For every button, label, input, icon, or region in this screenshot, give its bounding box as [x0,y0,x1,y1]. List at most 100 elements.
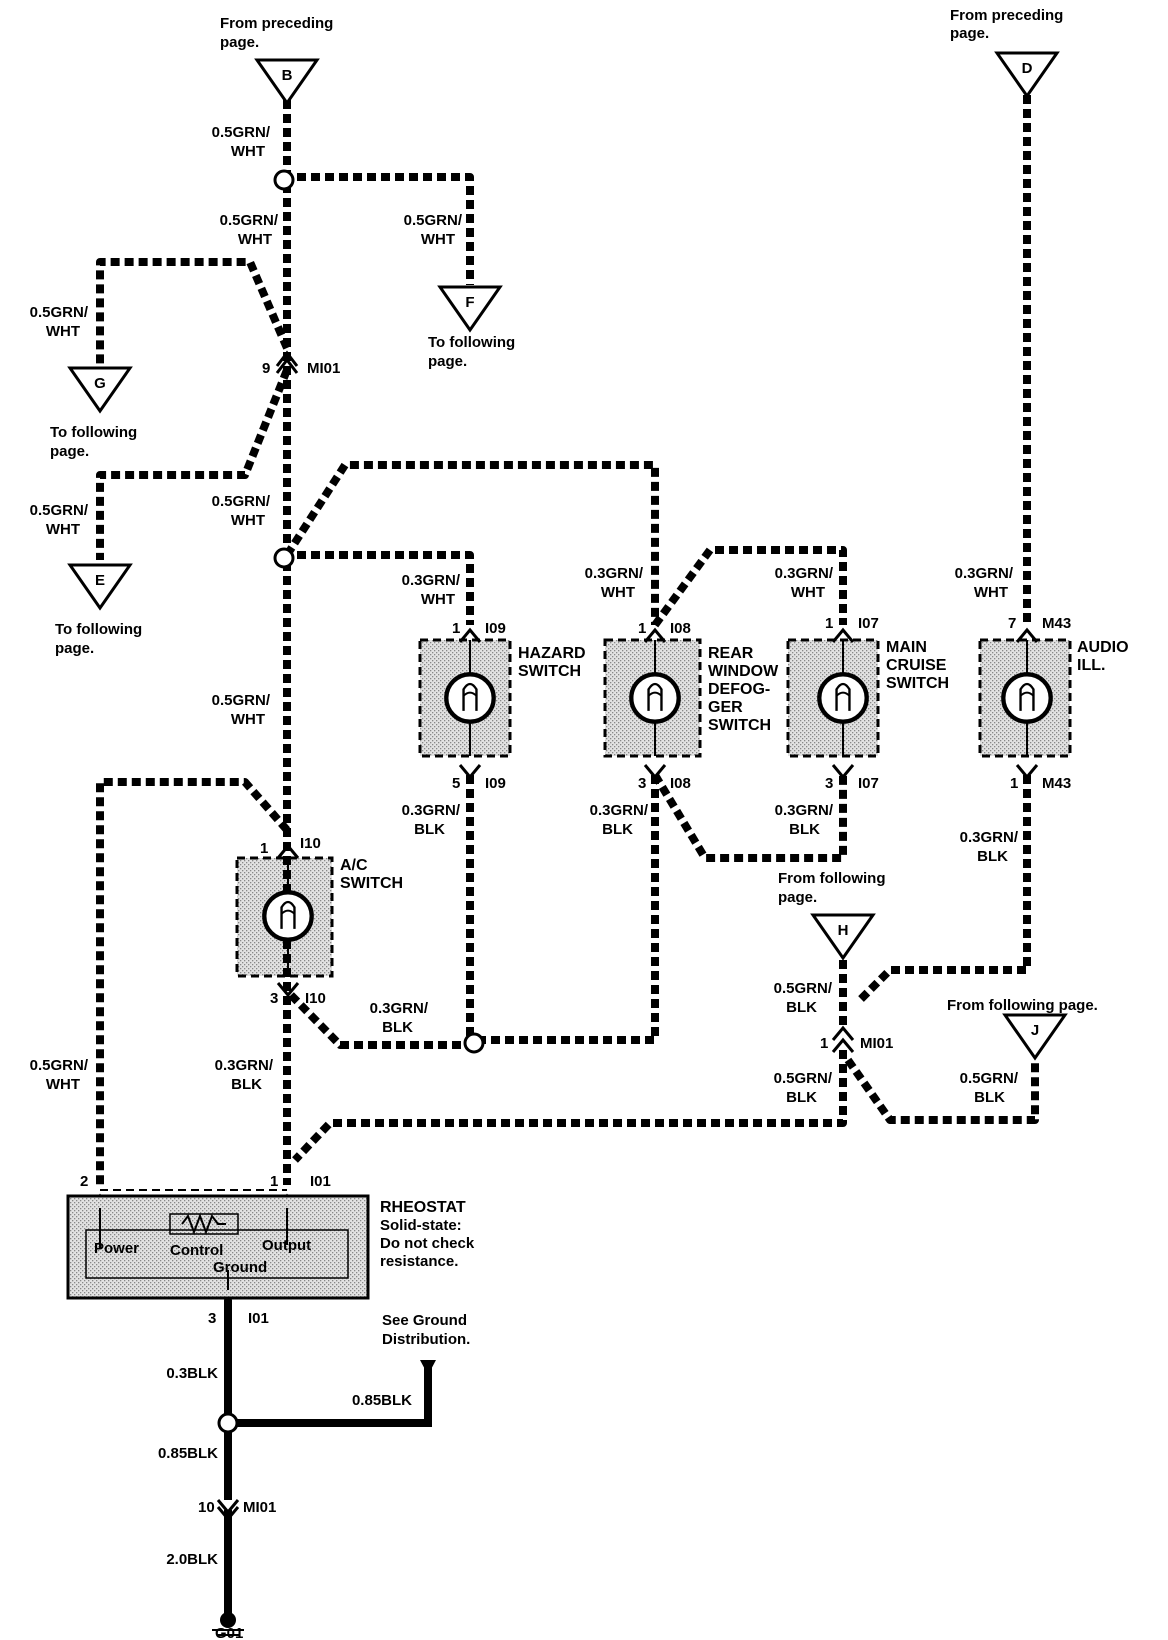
cruise-label-3: SWITCH [886,675,949,692]
offpage-d-letter: D [1022,60,1033,77]
pin-i08-1-name: I08 [670,620,691,637]
wire-label-gnd-03: 0.3BLK [166,1365,218,1382]
connector-chevron-i08-3 [643,764,667,780]
splice-top [273,169,295,191]
rear-label-5: SWITCH [708,717,771,734]
pin-i08-3: 3 [638,775,646,792]
wire-label-cruise-out-1: 0.3GRN/ [775,802,834,819]
pin-i01-1-name: I01 [310,1173,331,1190]
pin-i07-3-name: I07 [858,775,879,792]
wire-label-audio-in-2: WHT [974,584,1008,601]
rheostat-box [66,1194,370,1300]
connector-chevron-i10-3 [276,982,300,998]
connector-chevron-i07-1 [831,627,855,643]
wire-label-ac-out-2: BLK [382,1019,413,1036]
wire-audio-out [857,775,1031,1003]
offpage-j-letter: J [1031,1022,1039,1039]
wire-label-to-f-1: 0.5GRN/ [404,212,463,229]
rear-label-3: DEFOG- [708,681,770,698]
note-d-line2: page. [950,25,989,42]
wire-label-mid-diag-1: 0.5GRN/ [212,493,271,510]
offpage-h-triangle-icon [810,913,876,961]
wire-label-to-g-1: 0.5GRN/ [30,304,89,321]
pin-i10-1: 1 [260,840,268,857]
wire-label-audio-out-2: BLK [977,848,1008,865]
cruise-label-1: MAIN [886,639,927,656]
pin-mi01-1: 1 [820,1035,828,1052]
audio-label-2: ILL. [1077,657,1105,674]
ground-name: G01 [215,1625,243,1640]
wire-label-rheo-pin2-1: 0.5GRN/ [30,1057,89,1074]
note-j-line1: From following page. [947,997,1098,1014]
offpage-g-letter: G [94,375,106,392]
ground-see-note-2: Distribution. [382,1331,470,1348]
wire-to-cruise [651,546,847,628]
ac-bulb-icon [264,858,311,976]
offpage-b-letter: B [282,67,293,84]
wire-label-hazard-in-2: WHT [421,591,455,608]
wire-label-mi01-lower-2: BLK [786,1089,817,1106]
connector-chevron-mi01-1 [831,1025,855,1053]
audio-label-1: AUDIO [1077,639,1129,656]
rheostat-title: RHEOSTAT [380,1199,466,1216]
pin-mi01-9-name: MI01 [307,360,340,377]
wire-label-cruise-in-1: 0.3GRN/ [775,565,834,582]
offpage-f-letter: F [465,294,474,311]
wire-label-ac-out-vert-2: BLK [231,1076,262,1093]
pin-mi01-10-name: MI01 [243,1499,276,1516]
wire-label-b-down-2: WHT [231,143,265,160]
hazard-label-2: SWITCH [518,663,581,680]
note-e-line1: To following [55,621,142,638]
wire-to-f [283,173,474,285]
pin-mi01-9: 9 [262,360,270,377]
ground-symbol-icon [212,1612,244,1636]
wire-label-cruise-out-2: BLK [789,821,820,838]
wire-label-h-down-2: BLK [786,999,817,1016]
pin-i09-1: 1 [452,620,460,637]
wire-label-hazard-in-1: 0.3GRN/ [402,572,461,589]
connector-chevron-mi01-10 [216,1499,240,1522]
pin-m43-1: 1 [1010,775,1018,792]
rear-label-2: WINDOW [708,663,779,680]
cruise-bulb-icon [819,640,866,756]
wire-label-j-down-2: BLK [974,1089,1005,1106]
connector-chevron-mi01-9 [275,350,299,374]
pin-m43-1-name: M43 [1042,775,1071,792]
connector-chevron-m43-7 [1015,627,1039,643]
offpage-b-triangle-icon [254,58,320,106]
wire-label-trunk-lower-2: WHT [231,711,265,728]
wire-to-rear-defogger [283,461,659,625]
offpage-j-triangle-icon [1002,1013,1068,1061]
rheostat-note-3: resistance. [380,1253,458,1270]
pin-m43-7-name: M43 [1042,615,1071,632]
pin-i01-3-name: I01 [248,1310,269,1327]
note-b-line1: From preceding [220,15,333,32]
hazard-label-1: HAZARD [518,645,586,662]
pin-i10-3-name: I10 [305,990,326,1007]
connector-chevron-i08-1 [643,627,667,643]
rear-label-4: GER [708,699,743,716]
note-e-line2: page. [55,640,94,657]
wire-label-mi01-lower-1: 0.5GRN/ [774,1070,833,1087]
connector-chevron-i09-1 [458,627,482,643]
pin-i07-1: 1 [825,615,833,632]
wire-label-b-down-1: 0.5GRN/ [212,124,271,141]
wire-label-to-e-1: 0.5GRN/ [30,502,89,519]
wire-label-to-e-2: WHT [46,521,80,538]
pin-i09-5: 5 [452,775,460,792]
wire-rheo-pin2 [96,778,291,1185]
splice-mid [273,547,295,569]
pin-i10-3: 3 [270,990,278,1007]
ground-distribution-arrow-icon [420,1360,436,1375]
pin-i10-1-name: I10 [300,835,321,852]
wire-label-rear-in-1: 0.3GRN/ [585,565,644,582]
wire-mi01-down [292,1050,847,1163]
wire-label-to-g-2: WHT [46,323,80,340]
pin-i09-5-name: I09 [485,775,506,792]
wire-label-j-down-1: 0.5GRN/ [960,1070,1019,1087]
pin-i09-1-name: I09 [485,620,506,637]
connector-chevron-m43-1 [1015,764,1039,780]
pin-i07-1-name: I07 [858,615,879,632]
rheostat-note-1: Solid-state: [380,1217,462,1234]
